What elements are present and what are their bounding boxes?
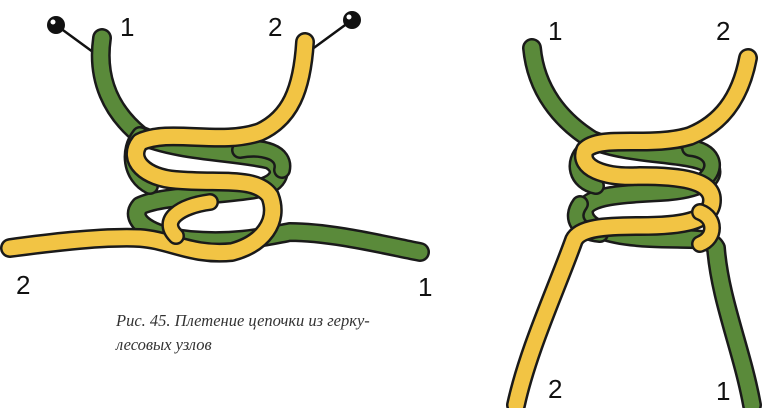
right-knot-diagram [516, 48, 752, 405]
left-label-top-2: 2 [268, 14, 282, 40]
figure-caption: Рис. 45. Плетение цепочки из герку- лесо… [116, 309, 386, 357]
left-label-top-1: 1 [120, 14, 134, 40]
left-label-bottom-2: 2 [16, 272, 30, 298]
right-label-bottom-1: 1 [716, 378, 730, 404]
left-label-bottom-1: 1 [418, 274, 432, 300]
left-knot-diagram [10, 11, 420, 253]
right-label-top-2: 2 [716, 18, 730, 44]
caption-line-2: лесовых узлов [116, 333, 386, 357]
right-label-bottom-2: 2 [548, 376, 562, 402]
right-label-top-1: 1 [548, 18, 562, 44]
caption-line-1: Рис. 45. Плетение цепочки из герку- [116, 309, 386, 333]
